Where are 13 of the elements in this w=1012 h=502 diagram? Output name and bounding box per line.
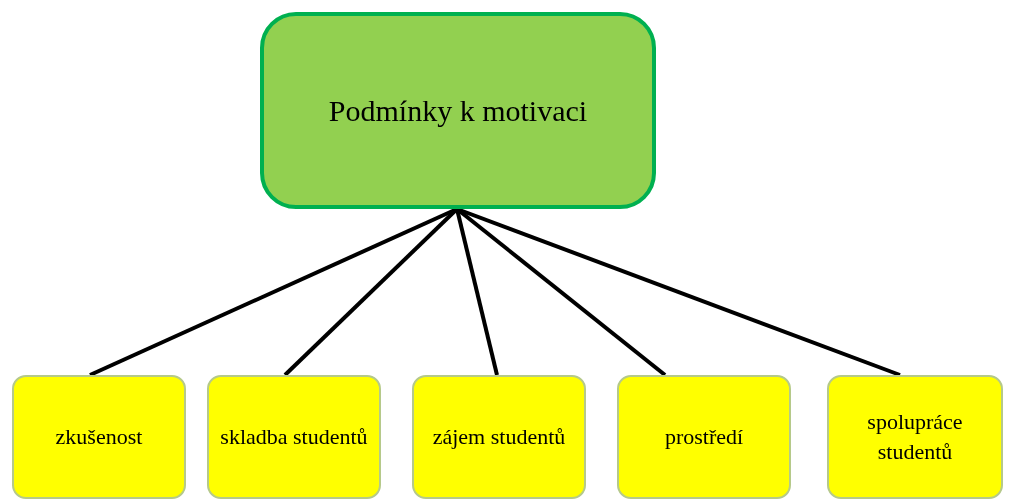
- node-label: skladba studentů: [219, 423, 369, 451]
- topic-box: [412, 375, 586, 499]
- node-label: zkušenost: [54, 423, 144, 451]
- node-label: spolupráce studentů: [866, 408, 964, 466]
- topic-box: [827, 375, 1003, 499]
- node-label: zájem studentů: [431, 423, 567, 451]
- topic-box: [617, 375, 791, 499]
- topic-box: [12, 375, 186, 499]
- topic-box: [207, 375, 381, 499]
- connector-line: [455, 208, 499, 376]
- node-label: Podmínky k motivaci: [327, 93, 589, 129]
- node-label: prostředí: [663, 423, 745, 451]
- root-box: [260, 12, 656, 209]
